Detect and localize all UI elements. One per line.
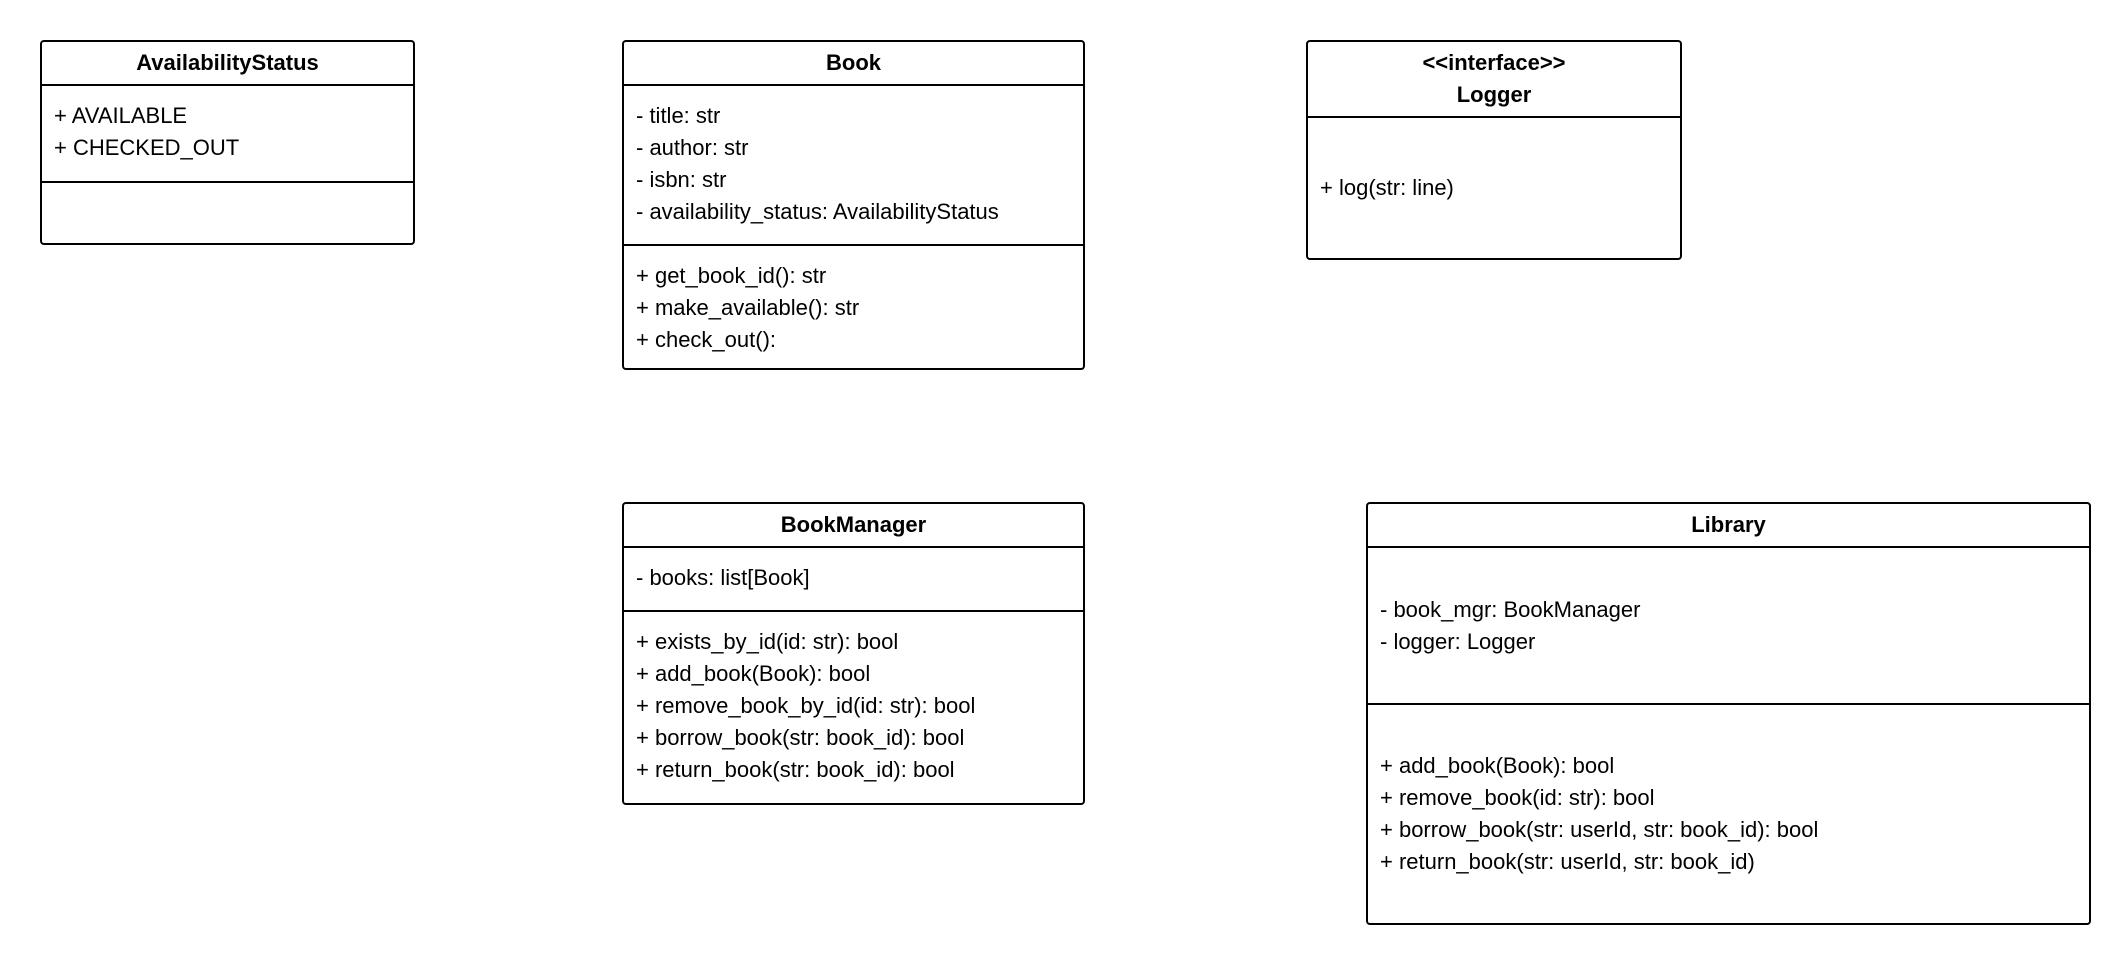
class-library[interactable]: Library - book_mgr: BookManager - logger…	[1366, 502, 2091, 925]
operation: + make_available(): str	[636, 295, 860, 320]
operation: + check_out():	[636, 327, 777, 352]
operation: + add_book(Book): bool	[636, 661, 871, 686]
attributes-section: - title: str - author: str - isbn: str -…	[624, 86, 1083, 246]
class-name: BookManager	[780, 512, 927, 537]
operations-section: + add_book(Book): bool + remove_book(id:…	[1368, 705, 2089, 923]
operation: + remove_book(id: str): bool	[1380, 785, 1655, 810]
operation: + borrow_book(str: userId, str: book_id)…	[1380, 817, 1819, 842]
class-name: Logger	[1456, 82, 1532, 107]
class-book-manager[interactable]: BookManager - books: list[Book] + exists…	[622, 502, 1085, 805]
class-name: Library	[1691, 512, 1766, 537]
operations-section	[42, 183, 413, 197]
attribute: - book_mgr: BookManager	[1380, 596, 1641, 622]
operations-section: + log(str: line)	[1308, 118, 1680, 258]
attribute: + CHECKED_OUT	[54, 135, 240, 160]
attribute: - books: list[Book]	[636, 565, 810, 590]
operation: + return_book(str: book_id): bool	[636, 757, 955, 782]
operation: + get_book_id(): str	[636, 263, 827, 288]
operations-section: + exists_by_id(id: str): bool + add_book…	[624, 612, 1083, 786]
attribute: - author: str	[636, 135, 749, 160]
attributes-section: - book_mgr: BookManager - logger: Logger	[1368, 548, 2089, 705]
class-header: BookManager	[624, 504, 1083, 548]
attribute: - title: str	[636, 103, 721, 128]
class-header: AvailabilityStatus	[42, 42, 413, 86]
attribute: - logger: Logger	[1380, 628, 1536, 654]
attribute: + AVAILABLE	[54, 103, 188, 128]
attribute: - isbn: str	[636, 167, 727, 192]
class-name: Book	[826, 50, 881, 75]
stereotype-label: <<interface>>	[1422, 50, 1566, 75]
interface-logger[interactable]: <<interface>> Logger + log(str: line)	[1306, 40, 1682, 260]
class-availability-status[interactable]: AvailabilityStatus + AVAILABLE + CHECKED…	[40, 40, 415, 245]
operation: + remove_book_by_id(id: str): bool	[636, 693, 976, 718]
attributes-section: + AVAILABLE + CHECKED_OUT	[42, 86, 413, 183]
operation: + exists_by_id(id: str): bool	[636, 629, 899, 654]
operations-section: + get_book_id(): str + make_available():…	[624, 246, 1083, 356]
attributes-section: - books: list[Book]	[624, 548, 1083, 612]
attribute: - availability_status: AvailabilityStatu…	[636, 199, 999, 224]
operation: + log(str: line)	[1320, 175, 1454, 200]
class-header: <<interface>> Logger	[1308, 42, 1680, 118]
class-book[interactable]: Book - title: str - author: str - isbn: …	[622, 40, 1085, 370]
operation: + return_book(str: userId, str: book_id)	[1380, 849, 1755, 874]
class-header: Library	[1368, 504, 2089, 548]
class-name: AvailabilityStatus	[136, 50, 319, 75]
class-header: Book	[624, 42, 1083, 86]
operation: + add_book(Book): bool	[1380, 753, 1615, 778]
operation: + borrow_book(str: book_id): bool	[636, 725, 965, 750]
